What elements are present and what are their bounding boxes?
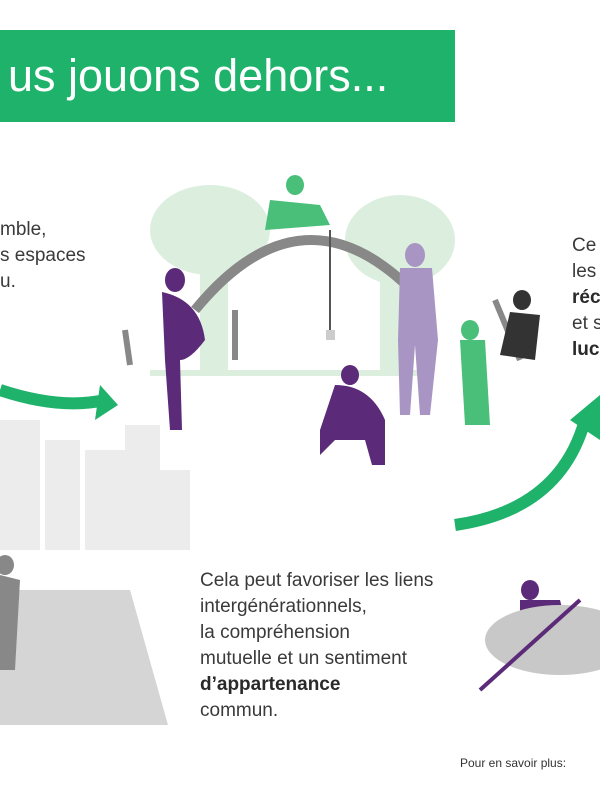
climbing-arch — [191, 235, 434, 314]
grass — [150, 370, 420, 376]
left-text: mble, s espaces u. — [0, 217, 86, 295]
arrow-right — [454, 418, 591, 531]
court — [0, 590, 168, 725]
text-bold: luc — [572, 339, 600, 360]
city-skyline — [0, 420, 190, 550]
text-line: Ce — [572, 235, 597, 256]
text-line: s espaces — [0, 245, 86, 266]
text-line: et s — [572, 313, 600, 334]
footer-label: Pour en savoir plus: — [460, 756, 567, 770]
text-line: les — [572, 261, 597, 282]
header-banner: us jouons dehors... — [0, 30, 455, 122]
page-title: us jouons dehors... — [8, 50, 389, 101]
boat — [478, 598, 600, 692]
text-line: Cela peut favoriser les liens — [200, 570, 434, 591]
text-line: la compréhension — [200, 622, 350, 643]
text-bold: réc — [572, 287, 600, 308]
text-line: commun. — [200, 700, 279, 721]
right-text: Ce les réc et s luc — [572, 233, 600, 363]
text-line: u. — [0, 271, 16, 292]
bottom-text: Cela peut favoriser les liens intergénér… — [200, 568, 433, 724]
text-bold: d’appartenance — [200, 674, 341, 695]
text-line: mble, — [0, 219, 47, 240]
text-line: mutuelle et un sentiment — [200, 648, 408, 669]
people-lilac — [398, 243, 438, 415]
arrow-left — [0, 384, 107, 410]
text-line: intergénérationnels, — [200, 596, 367, 617]
